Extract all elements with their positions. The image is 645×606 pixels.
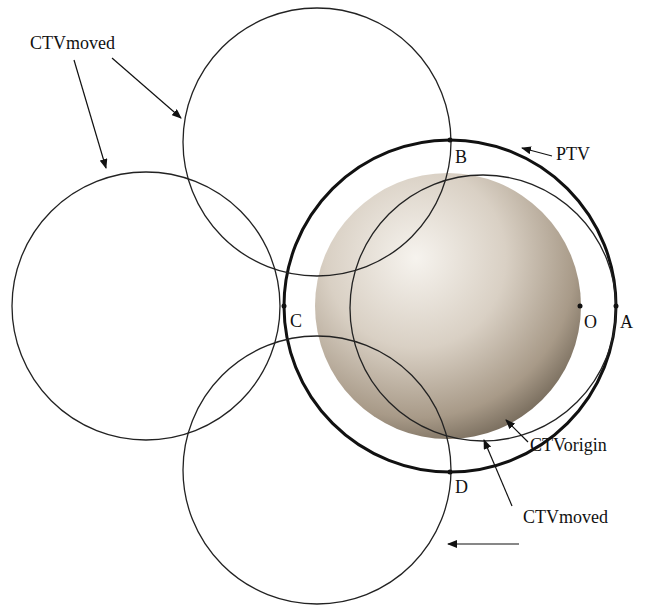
ctv-origin-circle: [350, 175, 616, 441]
point-label: D: [455, 478, 468, 498]
callout-label: CTVmoved: [523, 508, 608, 528]
callout-label: CTVmoved: [30, 34, 115, 54]
callout-label: CTVorigin: [530, 436, 607, 456]
point-label: A: [620, 313, 633, 333]
point-label: C: [290, 312, 302, 332]
point-label: B: [455, 148, 467, 168]
point-dots: [282, 138, 619, 475]
callout-label: PTV: [556, 145, 590, 165]
ctv-moved-circle: [12, 172, 280, 440]
ctv-moved-circle: [183, 336, 451, 604]
ptv-circle: [284, 140, 616, 472]
point-label: O: [584, 313, 597, 333]
ctv-sphere: [315, 173, 581, 439]
leader-lines: [74, 58, 552, 544]
ctv-moved-circle: [183, 8, 451, 276]
